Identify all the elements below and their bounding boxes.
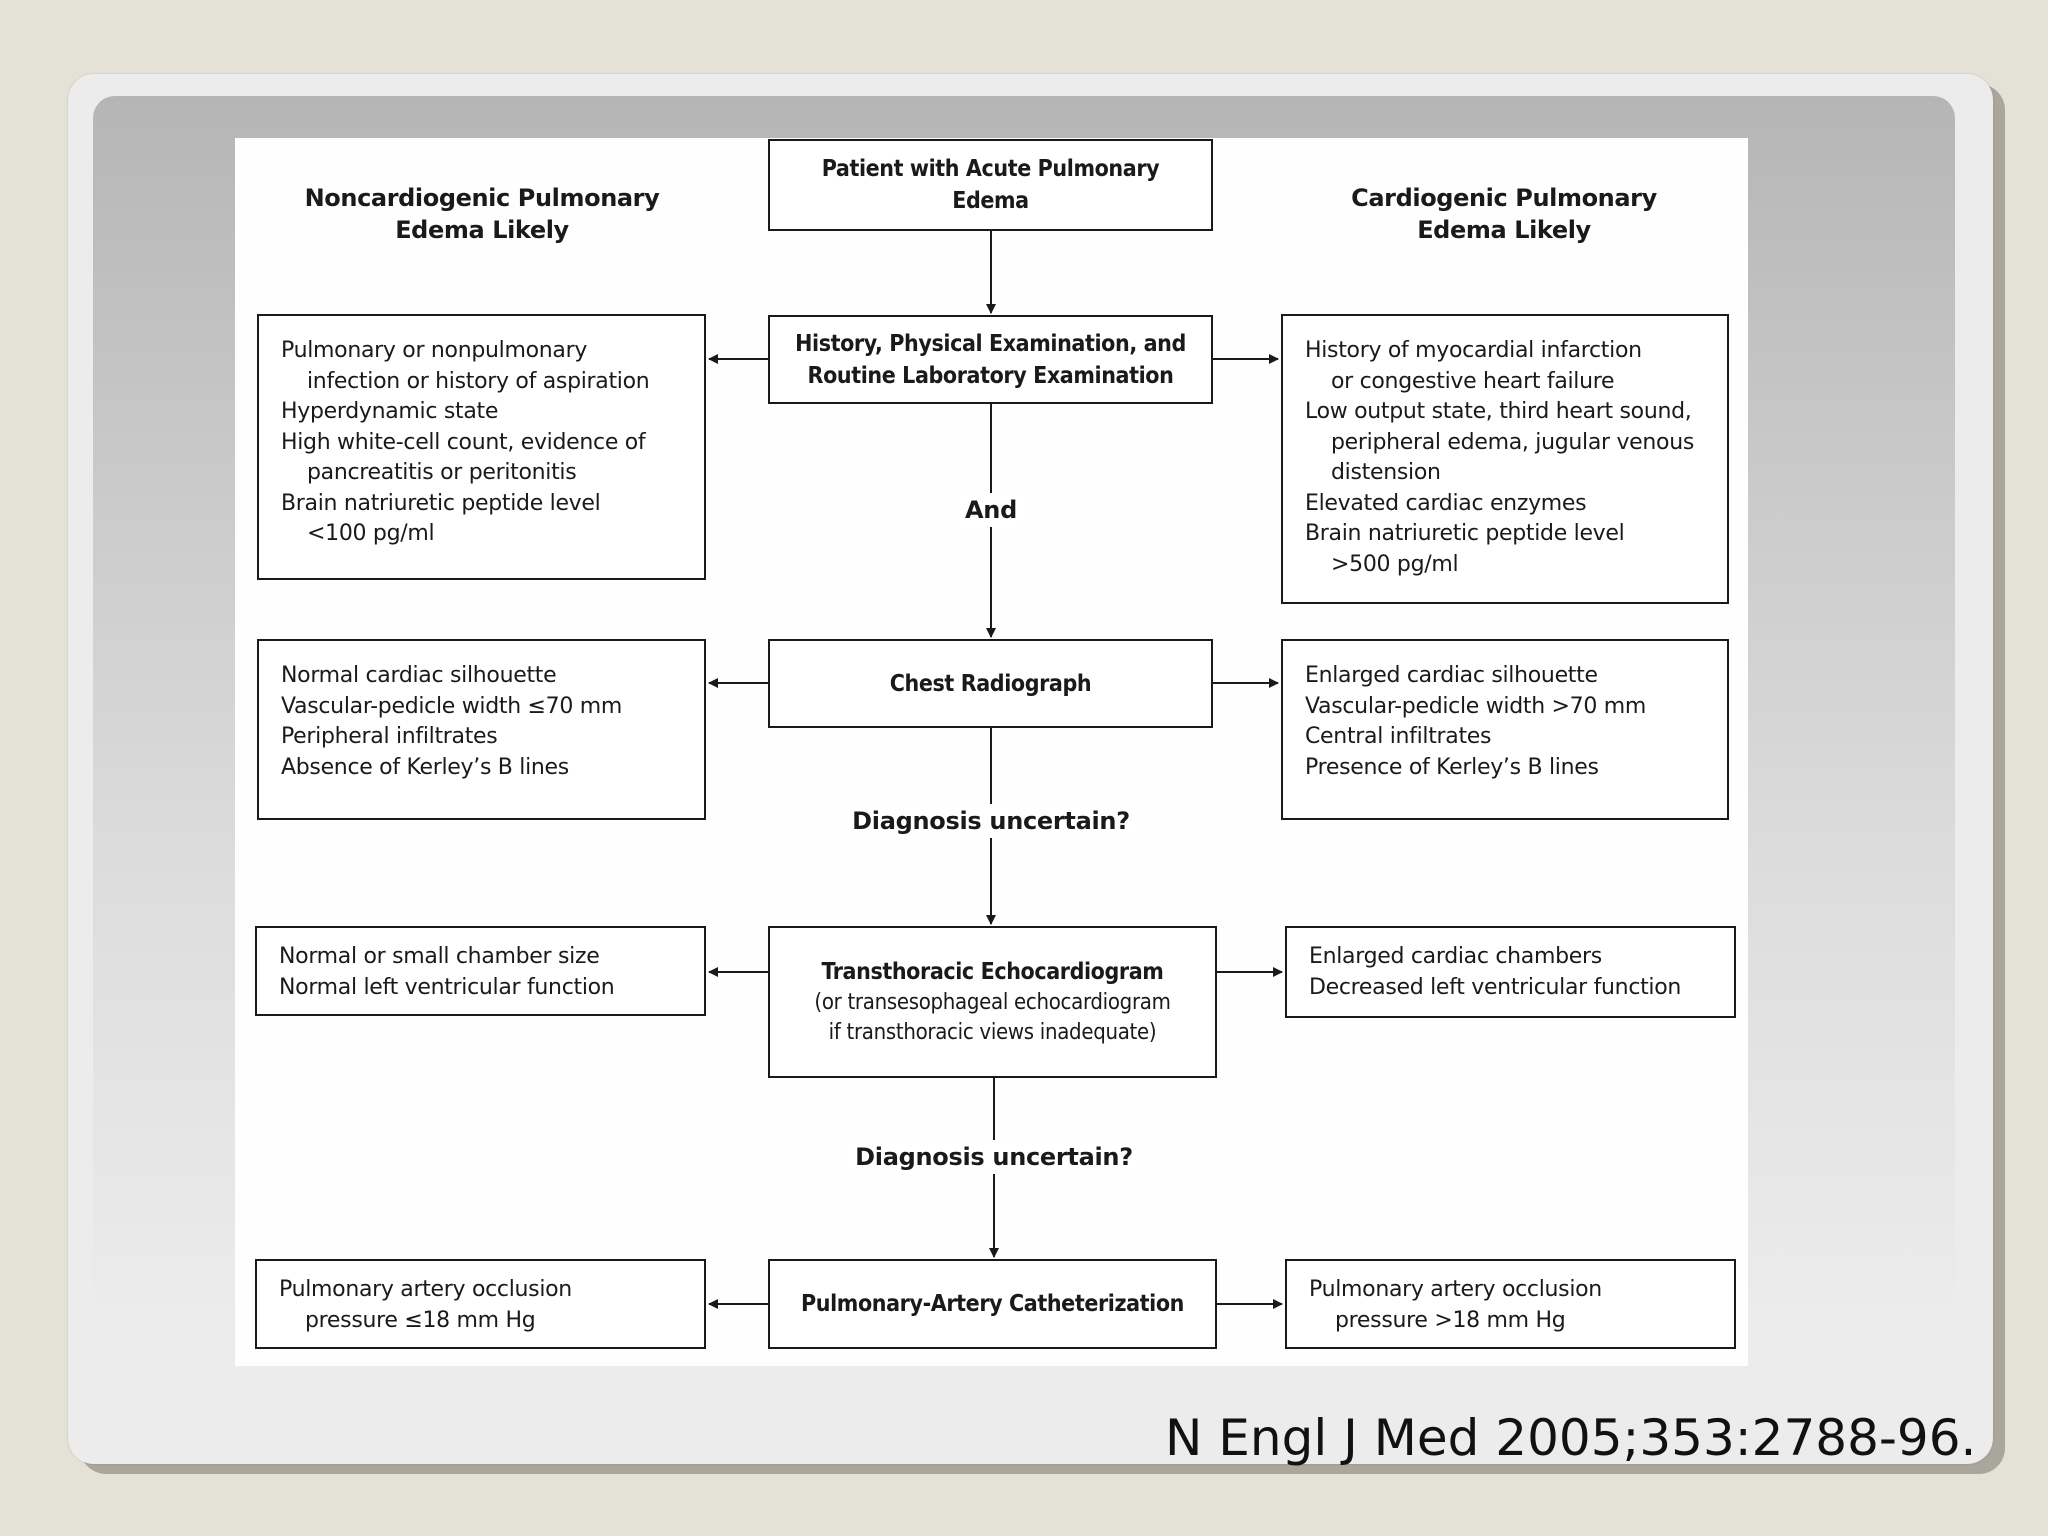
finding-item: Normal left ventricular function [279, 973, 686, 1004]
finding-line: Low output state, third heart sound, [1305, 399, 1692, 424]
text-line: Transthoracic Echocardiogram [821, 959, 1164, 985]
finding-continuation-line: <100 pg/ml [307, 521, 435, 546]
box-cardiogenic-history-findings: History of myocardial infarction or conge… [1281, 314, 1729, 604]
finding-line: Presence of Kerley’s B lines [1305, 754, 1599, 780]
finding-item: Vascular-pedicle width >70 mm [1305, 692, 1709, 723]
finding-item: Decreased left ventricular function [1309, 973, 1716, 1004]
box-chest-radiograph: Chest Radiograph [768, 639, 1213, 728]
text-line: Pulmonary-Artery Catheterization [801, 1291, 1184, 1317]
finding-line: Vascular-pedicle width ≤70 mm [281, 693, 623, 719]
text-line: Routine Laboratory Examination [807, 362, 1174, 389]
finding-line: Vascular-pedicle width >70 mm [1305, 693, 1647, 719]
finding-continuation-line: pressure ≤18 mm Hg [305, 1307, 536, 1333]
finding-item: Low output state, third heart sound, peri… [1305, 397, 1709, 489]
label-diagnosis-uncertain-2: Diagnosis uncertain? [849, 1140, 1139, 1174]
finding-line: Brain natriuretic peptide level [281, 490, 601, 516]
finding-continuation-line: or congestive heart failure [1331, 368, 1615, 394]
finding-line: Hyperdynamic state [281, 399, 499, 424]
finding-continuation-line: distension [1331, 460, 1441, 485]
text-line: if transthoracic views inadequate) [828, 1020, 1157, 1045]
box-cardiogenic-catheterization-findings: Pulmonary artery occlusion pressure >18 m… [1285, 1259, 1736, 1349]
text-line: Edema Likely [1417, 216, 1591, 244]
label-and: And [959, 493, 1023, 527]
finding-line: High white-cell count, evidence of [281, 429, 646, 455]
finding-continuation-line: infection or history of aspiration [307, 368, 650, 394]
finding-item: Hyperdynamic state [281, 397, 686, 428]
text-line: Cardiogenic Pulmonary [1351, 184, 1657, 212]
finding-item: Absence of Kerley’s B lines [281, 753, 686, 784]
finding-line: Pulmonary or nonpulmonary [281, 338, 588, 363]
finding-item: Vascular-pedicle width ≤70 mm [281, 692, 686, 723]
finding-line: Normal left ventricular function [279, 974, 615, 1000]
finding-item: Pulmonary or nonpulmonary infection or hi… [281, 336, 686, 397]
finding-item: Brain natriuretic peptide level <100 pg/m… [281, 489, 686, 550]
citation-text: N Engl J Med 2005;353:2788-96. [1165, 1409, 1977, 1467]
finding-line: Enlarged cardiac chambers [1309, 944, 1602, 969]
finding-line: Pulmonary artery occlusion [1309, 1277, 1602, 1302]
box-subtitle: (or transesophageal echocardiogram if tra… [814, 988, 1170, 1048]
text-line: Edema [952, 188, 1029, 214]
finding-item: Central infiltrates [1305, 722, 1709, 753]
box-transthoracic-echocardiogram: Transthoracic Echocardiogram (or transes… [768, 926, 1217, 1078]
finding-line: Absence of Kerley’s B lines [281, 754, 569, 780]
finding-continuation-line: peripheral edema, jugular venous [1331, 429, 1695, 455]
finding-item: Pulmonary artery occlusion pressure ≤18 m… [279, 1275, 686, 1336]
finding-item: High white-cell count, evidence of pancre… [281, 428, 686, 489]
finding-continuation-line: pancreatitis or peritonitis [307, 460, 577, 485]
finding-item: Presence of Kerley’s B lines [1305, 753, 1709, 784]
box-title: Pulmonary-Artery Catheterization [801, 1288, 1184, 1320]
finding-item: Enlarged cardiac silhouette [1305, 661, 1709, 692]
text-line: Noncardiogenic Pulmonary [304, 184, 660, 212]
finding-item: Normal or small chamber size [279, 942, 686, 973]
finding-item: Enlarged cardiac chambers [1309, 942, 1716, 973]
finding-line: Brain natriuretic peptide level [1305, 521, 1625, 546]
finding-item: Brain natriuretic peptide level >500 pg/m… [1305, 519, 1709, 580]
box-title: Transthoracic Echocardiogram [822, 956, 1164, 988]
text-line: (or transesophageal echocardiogram [814, 990, 1171, 1015]
box-noncardiogenic-history-findings: Pulmonary or nonpulmonary infection or hi… [257, 314, 706, 580]
text-line: Patient with Acute Pulmonary [821, 156, 1160, 182]
box-noncardiogenic-catheterization-findings: Pulmonary artery occlusion pressure ≤18 m… [255, 1259, 706, 1349]
box-pulmonary-artery-catheterization: Pulmonary-Artery Catheterization [768, 1259, 1217, 1349]
finding-item: Peripheral infiltrates [281, 722, 686, 753]
label-diagnosis-uncertain-1: Diagnosis uncertain? [846, 804, 1136, 838]
finding-item: History of myocardial infarction or conge… [1305, 336, 1709, 397]
finding-line: Normal cardiac silhouette [281, 663, 557, 688]
finding-line: History of myocardial infarction [1305, 338, 1642, 363]
finding-continuation-line: >500 pg/ml [1331, 551, 1459, 577]
finding-line: Normal or small chamber size [279, 944, 600, 969]
finding-line: Enlarged cardiac silhouette [1305, 663, 1598, 688]
text-line: History, Physical Examination, and [795, 330, 1186, 357]
text-line: Edema Likely [395, 216, 569, 244]
finding-line: Decreased left ventricular function [1309, 974, 1682, 1000]
finding-item: Pulmonary artery occlusion pressure >18 m… [1309, 1275, 1716, 1336]
finding-line: Central infiltrates [1305, 724, 1492, 749]
finding-item: Normal cardiac silhouette [281, 661, 686, 692]
text-line: Chest Radiograph [889, 670, 1092, 697]
finding-item: Elevated cardiac enzymes [1305, 489, 1709, 520]
finding-line: Pulmonary artery occlusion [279, 1277, 572, 1302]
box-title: Chest Radiograph [890, 668, 1092, 700]
finding-line: Peripheral infiltrates [281, 724, 498, 749]
finding-line: Elevated cardiac enzymes [1305, 490, 1587, 516]
finding-continuation-line: pressure >18 mm Hg [1335, 1307, 1566, 1333]
